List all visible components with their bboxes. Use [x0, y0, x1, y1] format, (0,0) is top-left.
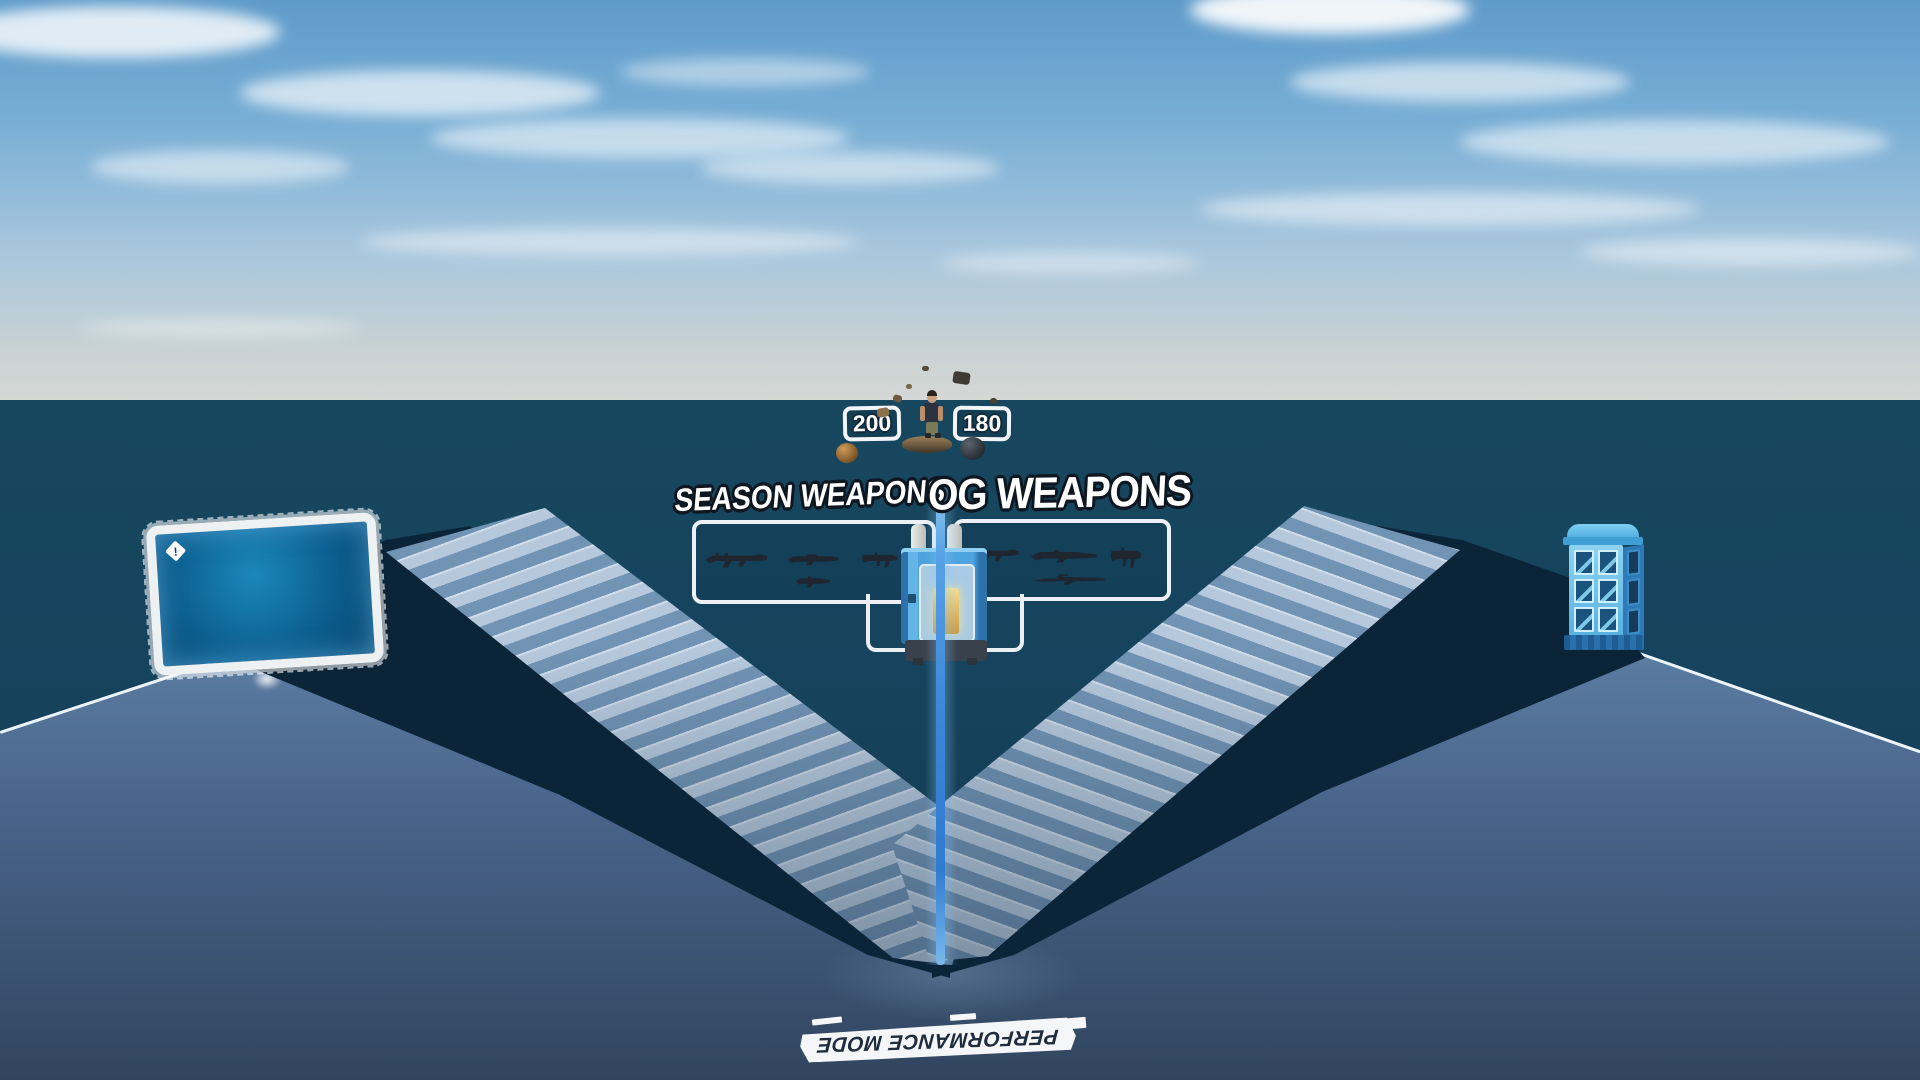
cloud	[620, 58, 870, 86]
cloud	[430, 118, 850, 158]
cloud	[1290, 62, 1630, 102]
billboard-screen[interactable]: !	[140, 506, 390, 682]
cloud	[360, 228, 860, 256]
pump-shotgun-icon	[1029, 545, 1099, 565]
right-counter-plate: 180	[952, 405, 1012, 442]
cloud	[80, 318, 360, 338]
debris-rock	[990, 398, 997, 404]
right-counter-value: 180	[962, 409, 1002, 437]
zipline-beam	[936, 487, 945, 965]
cloud	[240, 70, 600, 116]
cloud	[90, 150, 350, 184]
smg-icon	[1109, 541, 1145, 569]
left-counter-plate: 200	[842, 405, 902, 442]
cloud	[1460, 120, 1890, 164]
og-weapons-sign: OG WEAPONS	[926, 467, 1193, 520]
cloud	[700, 152, 1000, 184]
hunting-rifle-icon	[1031, 571, 1107, 587]
cloud	[1190, 0, 1470, 34]
booth-front	[1569, 545, 1623, 637]
tactical-shotgun-icon	[794, 572, 836, 590]
booth-side	[1623, 544, 1644, 640]
assault-rifle-icon	[704, 546, 770, 570]
season-weapons-rack	[692, 520, 936, 604]
cloud	[1200, 192, 1700, 226]
cloud	[940, 252, 1200, 274]
og-weapons-rack	[953, 519, 1171, 601]
booth-roof	[1567, 524, 1639, 541]
debris-rock	[906, 384, 912, 389]
cloud	[0, 6, 280, 58]
cloud	[1580, 238, 1920, 266]
dark-orb	[960, 437, 985, 460]
debris-rock	[952, 370, 971, 386]
phone-booth[interactable]	[1560, 524, 1652, 654]
smg-icon	[860, 548, 902, 568]
rack-stand-left	[866, 594, 912, 652]
character-head	[927, 392, 937, 403]
combat-shotgun-icon	[786, 550, 840, 568]
coin-slot	[908, 594, 916, 603]
debris-rock	[922, 366, 929, 371]
amber-orb	[836, 443, 858, 463]
sky	[0, 0, 1920, 402]
character-torso	[924, 403, 939, 423]
rack-stand-right	[978, 594, 1024, 652]
floating-rock-platform	[902, 436, 952, 453]
alert-icon: !	[165, 540, 187, 562]
